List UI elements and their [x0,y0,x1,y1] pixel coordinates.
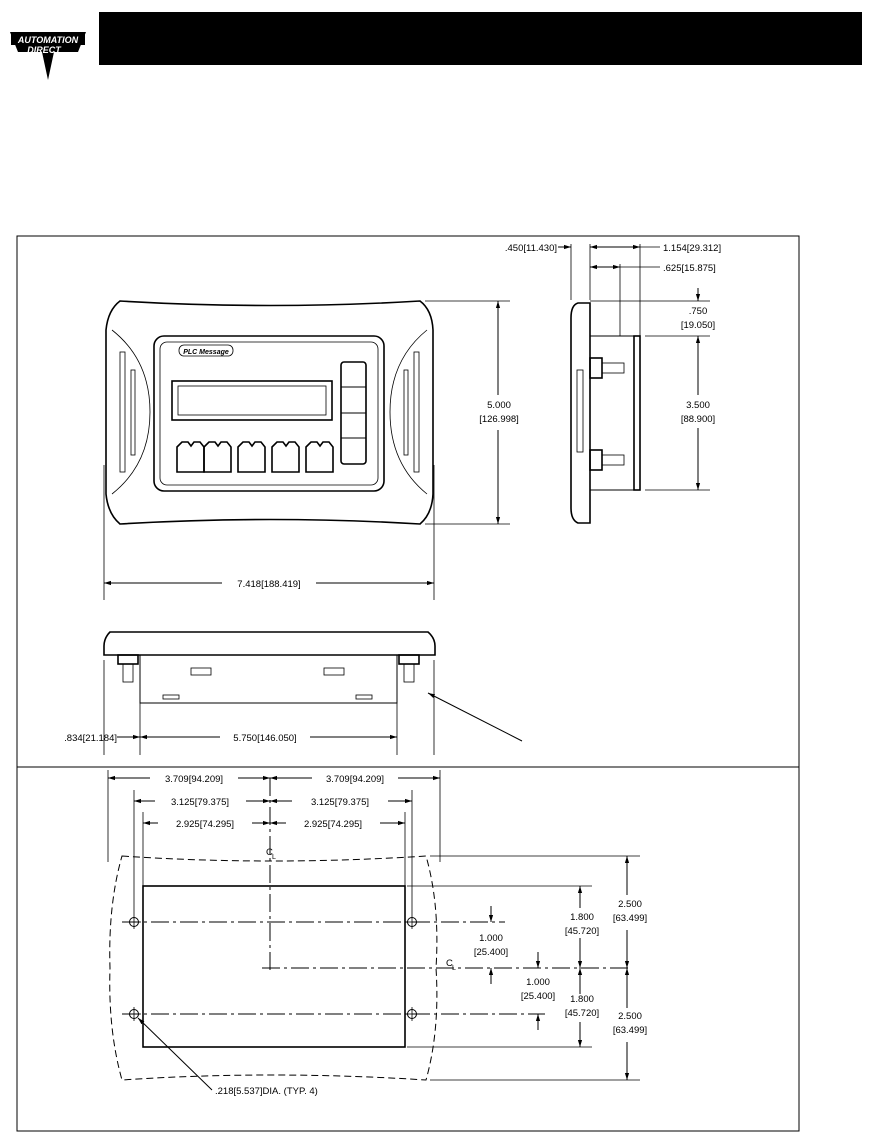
logo-suffix-text: .com [62,53,73,59]
upper-hole-offset-in: 1.000 [479,933,503,944]
top-offset-in: .750 [689,306,708,317]
front-width-label: 7.418[188.419] [237,579,300,590]
cutout-left-label: 2.925[74.295] [176,819,234,830]
lcd-window [171,380,333,421]
centerline-symbol: C L [446,958,456,972]
function-key [176,441,205,473]
centerline-c: C [266,847,273,858]
side-bezel-recess [576,369,584,453]
upper-half-height-in: 2.500 [618,899,642,910]
front-bezel-outline [105,300,434,525]
logo-top-text: AUTOMATION [17,35,79,45]
lower-half-height-in: 2.500 [618,1011,642,1022]
front-height-mm: [126.998] [479,414,519,425]
holes-right-label: 3.125[79.375] [311,797,369,808]
front-height-dimension: 5.000 [126.998] [425,300,519,525]
body-width-label: 5.750[146.050] [233,733,296,744]
function-key [237,441,266,473]
body-depth-label: .625[15.875] [663,263,716,274]
side-stud [589,449,625,471]
panel-cutout-rect [142,885,406,1048]
badge-text: PLC Message [183,349,229,356]
hole-leader [137,1017,213,1091]
cutout-right-label: 2.925[74.295] [304,819,362,830]
lower-cutout-in: 1.800 [570,994,594,1005]
hole-note: .218[5.537]DIA. (TYP. 4) [137,1017,318,1097]
bottom-body [139,654,398,704]
cutout-width-dimensions: 3.709[94.209] 3.709[94.209] 3.125[79.375… [107,770,441,915]
bottom-dimensions: .834[21.184] 5.750[146.050] [64,660,523,755]
lower-hole-offset-mm: [25.400] [521,991,555,1002]
bottom-slot [323,667,345,676]
front-height-in: 5.000 [487,400,511,411]
body-height-in: 3.500 [686,400,710,411]
badge-frame [178,344,234,357]
title-bar [99,12,862,65]
front-right-slot-2 [403,369,409,456]
bottom-bezel [103,631,436,656]
bottom-stud [398,654,420,683]
bottom-view [103,631,436,704]
top-offset-mm: [19.050] [681,320,715,331]
front-width-dimension: 7.418[188.419] [103,465,435,600]
function-key [305,441,334,473]
side-body-back [633,335,641,491]
automationdirect-logo: AUTOMATION DIRECT .com [10,32,86,80]
edge-offset-label: .834[21.184] [64,733,117,744]
outer-left-label: 3.709[94.209] [165,774,223,785]
front-left-slot-1 [119,351,126,473]
centerline-l: L [272,854,276,861]
bottom-stud [117,654,139,683]
upper-frame [16,235,800,768]
upper-cutout-in: 1.800 [570,912,594,923]
mounting-hole [127,1007,141,1021]
outer-right-label: 3.709[94.209] [326,774,384,785]
bottom-clip [355,694,373,700]
lower-cutout-mm: [45.720] [565,1008,599,1019]
cutout-view: C L C L [109,778,630,1081]
logo-bottom-text: DIRECT [27,45,62,55]
function-key [271,441,300,473]
side-stud [589,357,625,379]
side-bezel [570,302,591,524]
bezel-depth-label: .450[11.430] [505,243,557,254]
cutout-height-dimensions: 2.500 [63.499] 2.500 [63.499] 1.800 [45.… [407,855,647,1081]
centerline-symbol: C L [266,847,276,861]
front-left-slot-2 [130,369,136,456]
lower-frame [16,766,800,1132]
front-side-keys [340,361,367,465]
holes-left-label: 3.125[79.375] [171,797,229,808]
side-view [570,302,641,524]
front-panel-inner [159,341,379,486]
front-view: PLC Message [105,300,434,525]
hole-note-label: .218[5.537]DIA. (TYP. 4) [215,1086,318,1097]
lower-hole-offset-in: 1.000 [526,977,550,988]
side-dimensions: .450[11.430] 1.154[29.312] .625[15.875] … [505,243,721,491]
bezel-outline-dashed [109,855,438,1081]
centerline-l: L [452,965,456,972]
centerline-c: C [446,958,453,969]
upper-hole-offset-mm: [25.400] [474,947,508,958]
lcd-inner [177,385,327,416]
front-panel-outer [153,335,385,492]
mounting-hole [127,915,141,929]
front-bottom-keys [176,441,334,473]
upper-half-height-mm: [63.499] [613,913,647,924]
function-key [203,441,232,473]
bottom-slot [190,667,212,676]
front-right-slot-1 [413,351,420,473]
leader-arrow [427,692,523,742]
lower-half-height-mm: [63.499] [613,1025,647,1036]
front-bezel-right-contour [389,329,428,495]
upper-cutout-mm: [45.720] [565,926,599,937]
front-bezel-left-contour [111,329,151,495]
overall-depth-label: 1.154[29.312] [663,243,721,254]
mounting-hole [405,915,419,929]
body-height-mm: [88.900] [681,414,715,425]
mounting-hole [405,1007,419,1021]
bottom-clip [162,694,180,700]
